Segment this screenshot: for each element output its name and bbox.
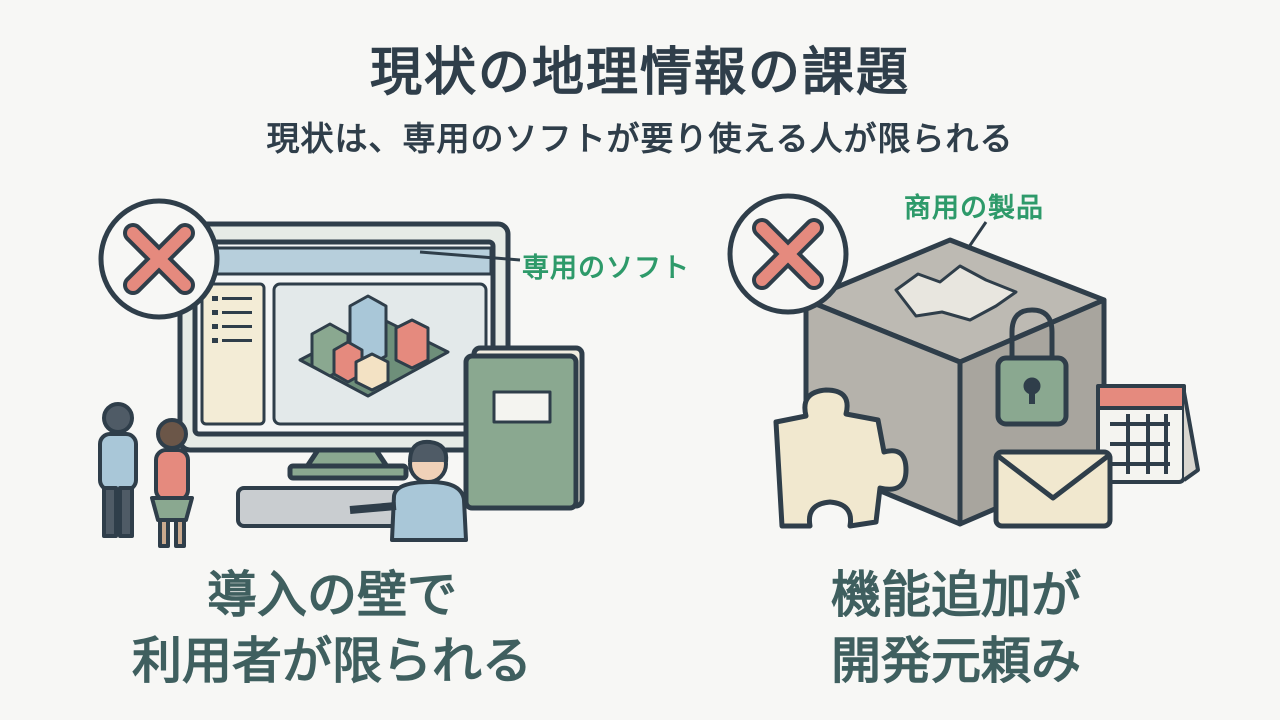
left-cross-badge [98,198,220,320]
page-title: 現状の地理情報の課題 [369,43,910,103]
commercial-product-illustration [773,237,1200,529]
puzzle-piece-icon [773,387,909,529]
manual-book [463,345,585,511]
calendar-icon [1096,384,1200,484]
left-caption-line1: 導入の壁で [207,566,457,624]
software-callout: 専用のソフト [522,253,690,284]
envelope-icon [993,449,1113,529]
lock-icon [995,307,1069,427]
people [98,402,468,548]
right-caption-line2: 開発元頼み [831,632,1081,690]
commercial-product-callout: 商用の製品 [904,193,1044,224]
right-cross-badge [727,193,849,315]
software-illustration [98,221,585,548]
right-caption-line1: 機能追加が [831,566,1081,624]
map-3d-blocks [298,294,450,398]
left-caption: 導入の壁で 利用者が限られる [52,562,612,694]
right-caption: 機能追加が 開発元頼み [676,562,1236,694]
left-caption-line2: 利用者が限られる [132,632,532,690]
page-subtitle: 現状は、専用のソフトが要り使える人が限られる [266,119,1014,158]
app-sidebar [212,296,252,343]
